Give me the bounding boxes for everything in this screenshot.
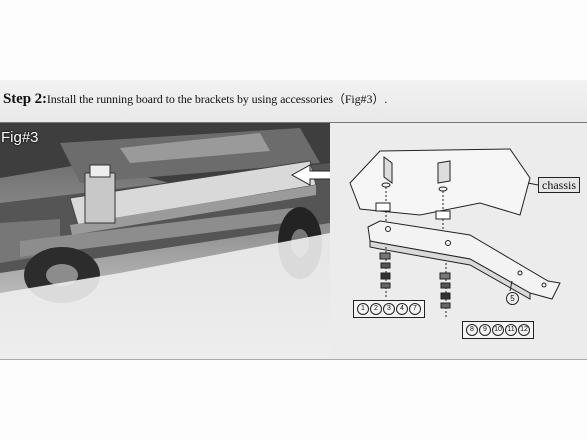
part-circle: 1 <box>357 303 369 315</box>
title-band <box>0 80 587 122</box>
figure-illustration <box>0 123 587 359</box>
figure-label: Fig#3 <box>1 129 39 146</box>
right-parts-callout: 8 9 10 11 12 <box>462 321 534 339</box>
part-circle: 7 <box>409 303 421 315</box>
chassis-label: chassis <box>538 177 580 193</box>
left-parts-callout: 1 2 3 4 7 <box>353 300 425 318</box>
installation-figure: Fig#3 chassis 5 1 2 3 4 7 8 9 10 11 12 <box>0 122 587 360</box>
step-lead: Step 2: <box>3 91 47 107</box>
part-circle: 12 <box>518 324 530 336</box>
bracket-diagram <box>330 123 587 359</box>
part-circle: 2 <box>370 303 382 315</box>
part-circle: 8 <box>466 324 478 336</box>
step-instruction: Install the running board to the bracket… <box>46 92 388 106</box>
part-circle: 9 <box>479 324 491 336</box>
part-circle: 11 <box>505 324 517 336</box>
step-title: Step 2:Install the running board to the … <box>3 90 387 108</box>
part-circle: 3 <box>383 303 395 315</box>
callout-number: 5 <box>506 292 519 305</box>
part-circle: 10 <box>492 324 504 336</box>
part-circle: 4 <box>396 303 408 315</box>
vehicle-underside-photo <box>0 123 330 359</box>
